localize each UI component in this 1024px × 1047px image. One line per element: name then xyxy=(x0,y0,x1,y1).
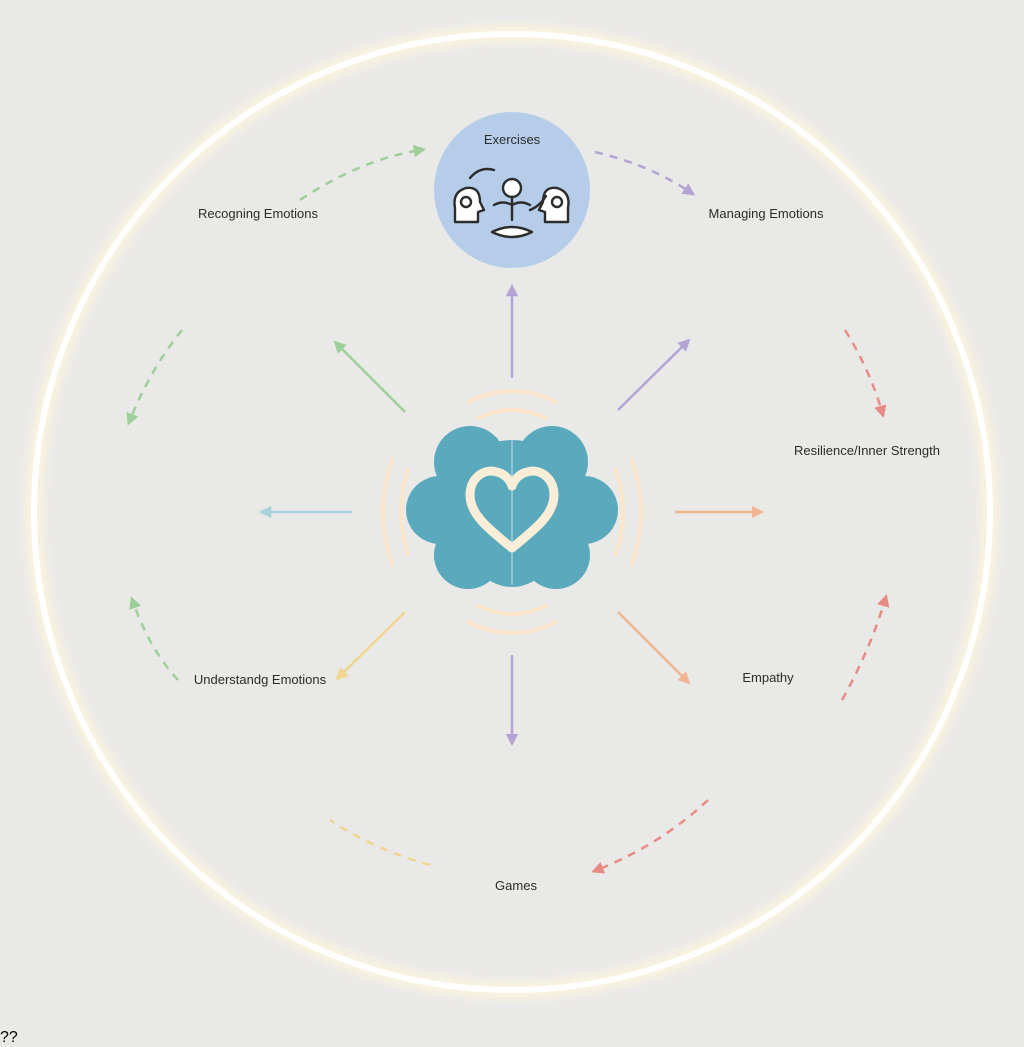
arrow-center-to-managing xyxy=(617,338,691,411)
node-understanding-circle: ?? xyxy=(0,1029,18,1046)
label-understanding-emotions: Understandg Emotions xyxy=(193,672,327,687)
node-exercises[interactable] xyxy=(434,112,590,268)
label-games: Games xyxy=(495,878,537,893)
node-understanding[interactable]: ?? xyxy=(0,1029,18,1046)
arrow-exercises-to-managing xyxy=(594,150,696,196)
rotate-arrows-icon xyxy=(468,167,548,212)
outer-ring xyxy=(31,31,993,993)
arrow-center-to-empathy xyxy=(617,611,691,685)
diagram-canvas xyxy=(27,27,997,997)
label-managing-emotions: Managing Emotions xyxy=(708,206,824,221)
arrow-center-to-recognizing xyxy=(333,340,406,413)
arrow-understanding-to-social xyxy=(129,596,179,681)
label-resilience: Resilience/Inner Strength xyxy=(794,443,940,458)
label-empathy: Empathy xyxy=(742,670,794,685)
arrow-recognizing-to-exercises xyxy=(299,144,427,202)
label-exercises: Exercises xyxy=(483,132,541,147)
arrow-empathy-to-games xyxy=(591,799,709,874)
diagram-stage: ?? xyxy=(0,27,997,1046)
arrow-center-to-understanding xyxy=(335,611,406,681)
arrow-managing-to-resilience xyxy=(843,329,887,419)
meditating-person-icon xyxy=(490,177,534,239)
question-marks-icon: ?? xyxy=(0,1029,18,1046)
thought-cloud-icon: ?? xyxy=(0,1029,18,1046)
center-waves xyxy=(381,389,643,635)
arrow-recognizing-to-social xyxy=(126,329,183,426)
arrow-empathy-to-resilience xyxy=(840,594,890,701)
brain-heart-icon xyxy=(406,426,618,589)
label-recognizing-emotions: Recogning Emotions xyxy=(198,206,318,221)
dashed-link-games-understanding xyxy=(329,818,431,867)
